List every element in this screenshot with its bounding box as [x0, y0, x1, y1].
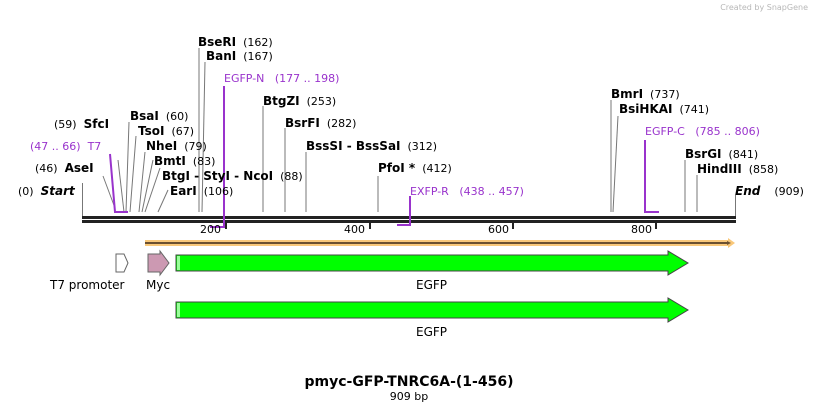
primer-label-egfp-n[interactable]: EGFP-N (177 .. 198) — [224, 72, 340, 85]
snapgene-credit: Created by SnapGene — [720, 3, 808, 12]
enzyme-label-hindiii[interactable]: HindIII (858) — [697, 162, 779, 177]
enzyme-label-bsai[interactable]: BsaI (60) — [130, 109, 189, 124]
enzyme-label-eari[interactable]: EarI (106) — [170, 184, 234, 199]
enzyme-label-pfoi[interactable]: PfoI * (412) — [378, 161, 452, 176]
enzyme-label-btgi-styi-ncoi[interactable]: BtgI - StyI - NcoI (88) — [162, 169, 303, 184]
enzyme-label-btgzi[interactable]: BtgZI (253) — [263, 94, 337, 109]
enzyme-label-sfci[interactable]: (59) SfcI — [54, 117, 110, 132]
tick-label: 600 — [488, 223, 509, 236]
feature-label-egfp[interactable]: EGFP — [416, 325, 448, 339]
tick-label: 800 — [631, 223, 652, 236]
enzyme-label-bsssi-bsssai[interactable]: BssSI - BssSaI (312) — [306, 139, 438, 154]
enzyme-label-bmri[interactable]: BmrI (737) — [611, 87, 680, 102]
enzyme-label-nhei[interactable]: NheI (79) — [146, 139, 207, 154]
enzyme-label-bmti[interactable]: BmtI (83) — [154, 154, 216, 169]
enzyme-label-tsoi[interactable]: TsoI (67) — [138, 124, 195, 139]
primer-label-t7[interactable]: (47 .. 66) T7 — [30, 140, 102, 153]
enzyme-label-asei[interactable]: (46) AseI — [35, 161, 94, 176]
primer-label-exfp-r[interactable]: EXFP-R (438 .. 457) — [410, 185, 524, 198]
enzyme-label-bsrfi[interactable]: BsrFI (282) — [285, 116, 357, 131]
feature-label-myc[interactable]: Myc — [146, 278, 171, 292]
map-title: pmyc-GFP-TNRC6A-(1-456) — [304, 374, 514, 390]
enzyme-label-bsrgi[interactable]: BsrGI (841) — [685, 147, 759, 162]
enzyme-label-bsihkai[interactable]: BsiHKAI (741) — [619, 102, 710, 117]
tick-label: 400 — [344, 223, 365, 236]
end-marker: End (909) — [735, 184, 804, 199]
primer-label-egfp-c[interactable]: EGFP-C (785 .. 806) — [645, 125, 760, 138]
enzyme-label-bseri[interactable]: BseRI (162) — [198, 35, 273, 50]
map-length: 909 bp — [389, 390, 429, 403]
start-marker: (0) Start — [18, 184, 75, 199]
enzyme-label-bani[interactable]: BanI (167) — [206, 49, 273, 64]
feature-label-egfp[interactable]: EGFP — [416, 278, 448, 292]
tick-label: 200 — [200, 223, 221, 236]
feature-label-t7-promoter[interactable]: T7 promoter — [50, 278, 125, 292]
